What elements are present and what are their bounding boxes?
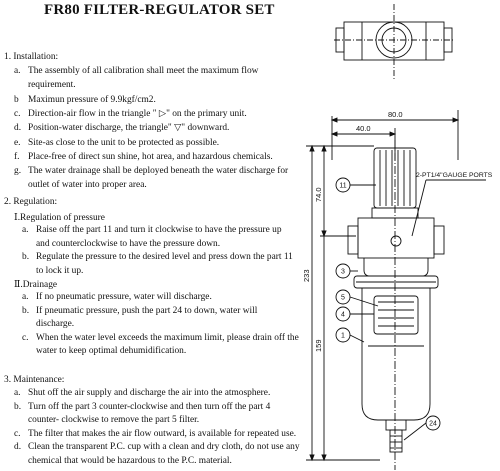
regulation-heading: 2. Regulation:: [4, 197, 58, 207]
list-item: c. The filter that makes the air flow out…: [14, 429, 296, 440]
list-item: discharge.: [22, 319, 74, 330]
dim-width-label: 80.0: [388, 110, 403, 119]
list-item: chemical that would be hazardous to the …: [14, 456, 232, 467]
part-5-label: 5: [341, 295, 345, 302]
list-text: Regulate the pressure to the desired lev…: [36, 252, 293, 262]
list-marker: c.: [14, 428, 21, 439]
list-marker: c.: [14, 108, 21, 119]
dim-upper-label: 74.0: [314, 187, 323, 202]
top-view: [334, 4, 454, 80]
list-text: The assembly of all calibration shall me…: [28, 66, 259, 76]
list-text: Clean the transparent P.C. cup with a cl…: [28, 442, 300, 452]
regulation-subheading-drainage: Ⅱ.Drainage: [14, 280, 58, 290]
list-item: requirement.: [14, 80, 76, 91]
list-item: a. Shut off the air supply and discharge …: [14, 388, 270, 399]
list-marker: b.: [22, 305, 30, 316]
list-item: c. Direction-air flow in the triangle " ▷…: [14, 109, 247, 120]
regulation-subheading-pressure: Ⅰ.Regulation of pressure: [14, 213, 105, 223]
list-text: water to keep optimal dehumidification.: [36, 346, 187, 357]
list-text: Place-free of direct sun shine, hot area…: [28, 151, 273, 162]
list-marker: f.: [14, 151, 20, 162]
list-marker: a.: [14, 388, 21, 398]
list-marker: d.: [14, 442, 22, 452]
list-text: Position-water discharge, the triangle" …: [28, 123, 230, 134]
list-text: outlet of water into proper area.: [28, 180, 147, 191]
list-marker: g.: [14, 166, 22, 177]
list-marker: c.: [22, 332, 29, 343]
list-item: f. Place-free of direct sun shine, hot ar…: [14, 152, 273, 163]
list-text: The water drainage shall be deployed ben…: [28, 166, 289, 177]
list-text: requirement.: [28, 80, 76, 91]
list-item: counter- clockwise to remove the part 5 …: [14, 415, 199, 426]
list-item: a. The assembly of all calibration shall …: [14, 66, 258, 77]
list-item: d. Clean the transparent P.C. cup with a …: [14, 442, 300, 453]
list-marker: b: [14, 94, 19, 105]
list-item: outlet of water into proper area.: [14, 180, 147, 191]
dim-half-label: 40.0: [356, 124, 371, 133]
part-24-label: 24: [429, 421, 437, 428]
list-text: Site-as close to the unit to be protecte…: [28, 137, 220, 148]
list-marker: b.: [22, 252, 30, 262]
list-item: and counterclockwise to have the pressur…: [22, 239, 220, 250]
list-text: Turn off the part 3 counter-clockwise an…: [28, 401, 271, 412]
list-marker: d.: [14, 123, 22, 134]
list-item: b. Turn off the part 3 counter-clockwise …: [14, 402, 270, 413]
dim-total-label: 233: [302, 269, 311, 282]
maintenance-heading: 3. Maintenance:: [4, 375, 65, 385]
part-1-label: 1: [341, 333, 345, 340]
list-item: to lock it up.: [22, 266, 83, 277]
list-text: Direction-air flow in the triangle " ▷" …: [28, 108, 247, 119]
list-text: counter- clockwise to remove the part 5 …: [28, 415, 200, 425]
list-text: If pneumatic pressure, push the part 24 …: [36, 305, 258, 316]
dim-lower-label: 159: [314, 339, 323, 352]
list-item: a. Raise off the part 11 and turn it cloc…: [22, 225, 282, 236]
list-item: water to keep optimal dehumidification.: [22, 346, 186, 357]
list-marker: a.: [14, 66, 21, 76]
list-text: Maximun pressure of 9.9kgf/cm2.: [28, 94, 156, 105]
list-text: If no pneumatic pressure, water will dis…: [36, 292, 212, 302]
list-item: e. Site-as close to the unit to be protec…: [14, 138, 219, 149]
list-item: b. Regulate the pressure to the desired l…: [22, 252, 293, 263]
list-item: b. If pneumatic pressure, push the part 2…: [22, 306, 257, 317]
list-marker: a.: [22, 292, 29, 302]
list-text: The filter that makes the air flow outwa…: [28, 428, 297, 439]
part-11-label: 11: [339, 183, 346, 190]
list-text: chemical that would be hazardous to the …: [28, 455, 232, 466]
list-item: g. The water drainage shall be deployed b…: [14, 166, 288, 177]
part-3-label: 3: [341, 269, 345, 276]
part-4-label: 4: [341, 312, 345, 319]
list-text: discharge.: [36, 319, 75, 330]
document-title: FR80 FILTER-REGULATOR SET: [44, 2, 275, 18]
list-text: Shut off the air supply and discharge th…: [28, 388, 271, 398]
list-item: b Maximun pressure of 9.9kgf/cm2.: [14, 95, 156, 106]
list-item: d. Position-water discharge, the triangle…: [14, 123, 229, 134]
list-text: When the water level exceeds the maximum…: [36, 332, 299, 343]
installation-heading: 1. Installation:: [4, 52, 59, 62]
filter-regulator-drawing: 80.0 40.0 74.0 233 159 2-PT1/4"GAUGE POR…: [302, 4, 493, 470]
list-item: c. When the water level exceeds the maxim…: [22, 333, 299, 344]
list-text: to lock it up.: [36, 265, 84, 276]
list-marker: e.: [14, 137, 21, 148]
list-text: Raise off the part 11 and turn it clockw…: [36, 225, 282, 235]
list-marker: b.: [14, 401, 22, 412]
gauge-ports-label: 2-PT1/4"GAUGE PORTS: [416, 172, 493, 179]
list-text: and counterclockwise to have the pressur…: [36, 238, 221, 249]
list-item: a. If no pneumatic pressure, water will d…: [22, 292, 212, 303]
list-marker: a.: [22, 225, 29, 235]
